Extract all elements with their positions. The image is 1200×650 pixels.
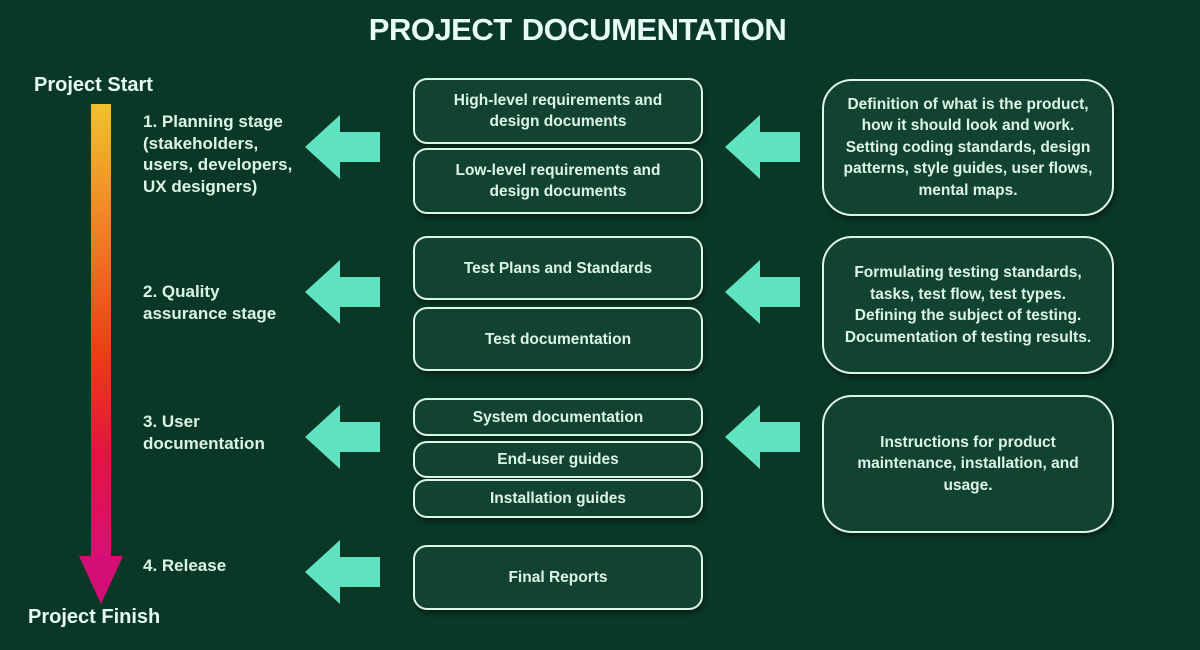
doc-box-label: Test documentation: [484, 330, 632, 348]
doc-box-installation-guides: Installation guides: [413, 479, 703, 518]
doc-box-test-plans: Test Plans and Standards: [413, 236, 703, 300]
doc-box-final-reports: Final Reports: [413, 545, 703, 610]
doc-box-label: System documentation: [472, 408, 644, 426]
flow-arrow-left-icon: [305, 115, 380, 179]
timeline-start-label: Project Start: [34, 74, 153, 96]
flow-arrow-left-icon: [305, 260, 380, 324]
flow-arrow-left-icon: [725, 405, 800, 469]
timeline-gradient-bar: [91, 104, 111, 556]
flow-arrow-left-icon: [305, 405, 380, 469]
doc-box-label: Final Reports: [508, 569, 608, 586]
doc-box-high-level-requirements: High-level requirements and design docum…: [413, 78, 703, 144]
doc-box-low-level-requirements: Low-level requirements and design docume…: [413, 148, 703, 214]
detail-box-text: Formulating testing standards, tasks, te…: [844, 264, 1092, 346]
page-title: PROJECT DOCUMENTATION: [368, 12, 787, 47]
doc-box-label: High-level requirements and design docum…: [453, 92, 663, 130]
stage-label-user-documentation: 3. User documentation: [143, 412, 265, 453]
detail-box-quality-assurance: Formulating testing standards, tasks, te…: [822, 236, 1114, 374]
doc-box-label: End-user guides: [497, 451, 619, 468]
stage-label-planning: 1. Planning stage (stakeholders, users, …: [143, 112, 293, 196]
detail-box-user-documentation: Instructions for product maintenance, in…: [822, 395, 1114, 533]
doc-box-end-user-guides: End-user guides: [413, 441, 703, 478]
doc-box-label: Installation guides: [489, 490, 627, 507]
doc-box-label: Low-level requirements and design docume…: [455, 162, 661, 200]
doc-box-test-documentation: Test documentation: [413, 307, 703, 371]
flow-arrow-left-icon: [725, 115, 800, 179]
timeline-finish-label: Project Finish: [28, 606, 161, 628]
detail-box-text: Definition of what is the product, how i…: [843, 95, 1093, 199]
detail-box-text: Instructions for product maintenance, in…: [857, 433, 1079, 494]
flow-arrow-left-icon: [305, 540, 380, 604]
doc-box-system-documentation: System documentation: [413, 398, 703, 436]
stage-label-quality-assurance: 2. Quality assurance stage: [143, 282, 277, 323]
detail-box-planning: Definition of what is the product, how i…: [822, 79, 1114, 216]
doc-box-label: Test Plans and Standards: [463, 259, 653, 277]
timeline-arrowhead-icon: [79, 556, 123, 604]
stage-label-release: 4. Release: [143, 556, 227, 575]
flow-arrow-left-icon: [725, 260, 800, 324]
